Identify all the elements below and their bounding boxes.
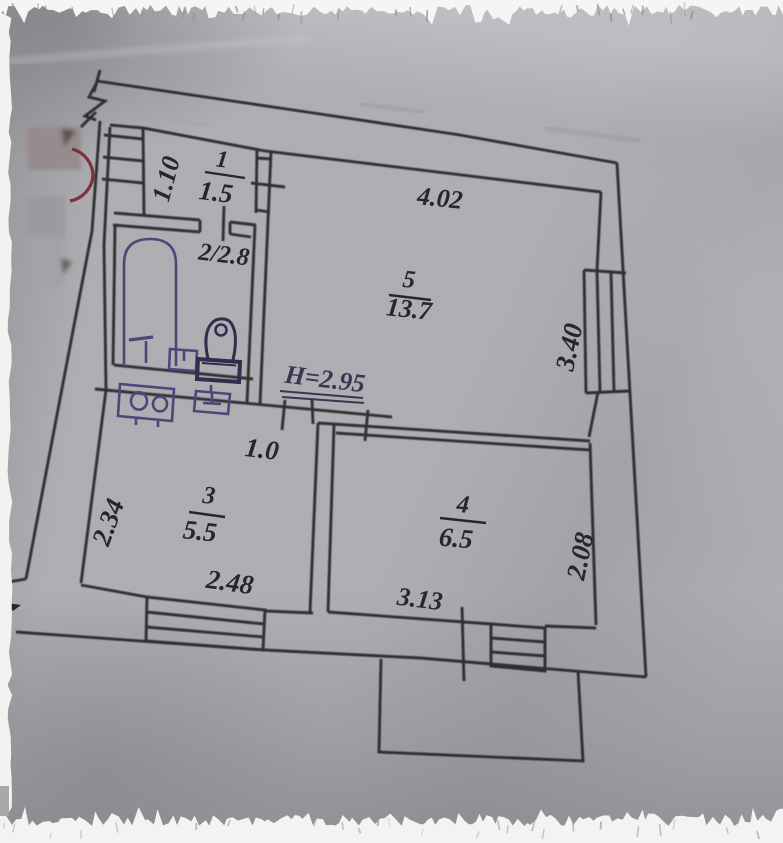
svg-text:4: 4 [455, 491, 471, 519]
svg-text:4.02: 4.02 [415, 181, 464, 215]
svg-text:3.13: 3.13 [395, 582, 445, 616]
svg-text:6.5: 6.5 [438, 522, 474, 555]
svg-text:2/2.8: 2/2.8 [196, 238, 251, 271]
svg-text:1: 1 [214, 146, 229, 173]
svg-text:1.5: 1.5 [197, 175, 234, 209]
svg-text:2.48: 2.48 [204, 564, 256, 600]
svg-text:3: 3 [200, 482, 216, 510]
svg-text:5.5: 5.5 [182, 514, 219, 547]
svg-text:5: 5 [401, 266, 416, 294]
svg-text:1.0: 1.0 [243, 432, 281, 466]
